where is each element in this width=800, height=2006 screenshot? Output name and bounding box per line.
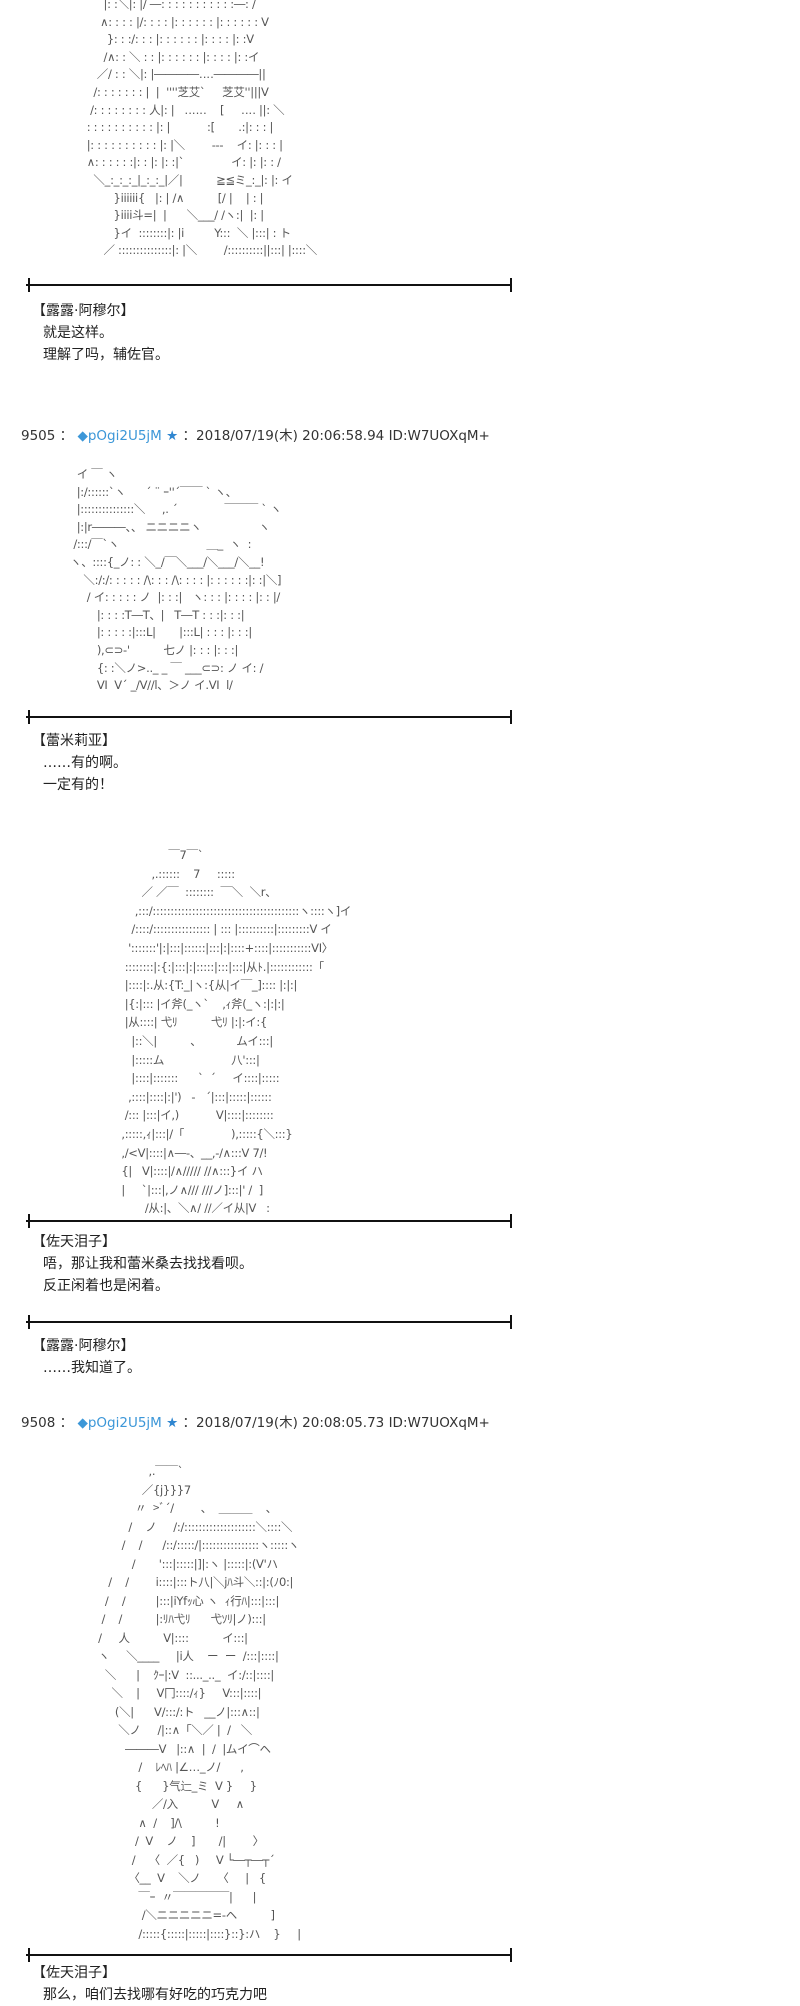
dialogue-block: 【露露·阿穆尔】 就是这样。 理解了吗，辅佐官。 — [32, 300, 169, 366]
post-separator: ： — [59, 428, 74, 444]
dialogue-line: 一定有的！ — [43, 777, 113, 793]
ascii-art-4: ,.￣￣` ／{j}}}7 〃 >ﾞ´/ 、 ＿＿＿ 、 / ノ /:/::::… — [98, 1464, 301, 1941]
speaker-name: 【露露·阿穆尔】 — [32, 303, 135, 319]
dialogue-block: 【露露·阿穆尔】 ……我知道了。 — [32, 1335, 141, 1379]
dialogue-line: 那么，咱们去找哪有好吃的巧克力吧 — [43, 1987, 267, 2003]
dialogue-line: ……我知道了。 — [43, 1360, 141, 1376]
separator-line — [26, 710, 512, 724]
post-id: ID:W7UOXqM+ — [388, 428, 490, 444]
speaker-name: 【蕾米莉亚】 — [32, 733, 116, 749]
separator-line — [26, 1948, 512, 1962]
dialogue-line: 反正闲着也是闲着。 — [43, 1278, 169, 1294]
dialogue-line: ……有的啊。 — [43, 755, 127, 771]
speaker-name: 【佐天泪子】 — [32, 1234, 116, 1250]
dialogue-line: 就是这样。 — [43, 325, 113, 341]
dialogue-line: 理解了吗，辅佐官。 — [43, 347, 169, 363]
post-datetime: ：2018/07/19(木) 20:06:58.94 — [182, 428, 385, 444]
speaker-name: 【佐天泪子】 — [32, 1965, 116, 1981]
post-number: 9505 — [21, 428, 56, 444]
star-icon: ★ — [166, 428, 179, 444]
post-number: 9508 — [21, 1415, 56, 1431]
dialogue-line: 唔，那让我和蕾米桑去找找看呗。 — [43, 1256, 253, 1272]
post-separator: ： — [59, 1415, 74, 1431]
ascii-art-2: イ ￣ ヽ |:/::::::`ヽ ´ ¨ ｰ''´￣￣ ` ヽ、 |:::::… — [70, 467, 282, 693]
separator-line — [26, 1315, 512, 1329]
dialogue-block: 【佐天泪子】 唔，那让我和蕾米桑去找找看呗。 反正闲着也是闲着。 — [32, 1231, 253, 1297]
tripcode-link[interactable]: ◆pOgi2U5jM — [77, 1415, 162, 1431]
post-datetime: ：2018/07/19(木) 20:08:05.73 — [182, 1415, 385, 1431]
star-icon: ★ — [166, 1415, 179, 1431]
ascii-art-1: |: :＼|: |/ ―: : : : : : : : : : :―: / ∧:… — [86, 0, 318, 258]
post-id: ID:W7UOXqM+ — [388, 1415, 490, 1431]
post-header: 9505 ： ◆pOgi2U5jM ★ ：2018/07/19(木) 20:06… — [21, 424, 490, 444]
separator-line — [26, 278, 512, 292]
dialogue-block: 【蕾米莉亚】 ……有的啊。 一定有的！ — [32, 730, 127, 796]
speaker-name: 【露露·阿穆尔】 — [32, 1338, 135, 1354]
post-header: 9508 ： ◆pOgi2U5jM ★ ：2018/07/19(木) 20:08… — [21, 1411, 490, 1431]
separator-line — [26, 1214, 512, 1228]
ascii-art-3: ￣7￣` ,.:::::: 7 ::::: ／ ／￣ :::::::: ￣＼ ＼… — [121, 848, 352, 1216]
dialogue-block: 【佐天泪子】 那么，咱们去找哪有好吃的巧克力吧 — [32, 1962, 267, 2006]
tripcode-link[interactable]: ◆pOgi2U5jM — [77, 428, 162, 444]
